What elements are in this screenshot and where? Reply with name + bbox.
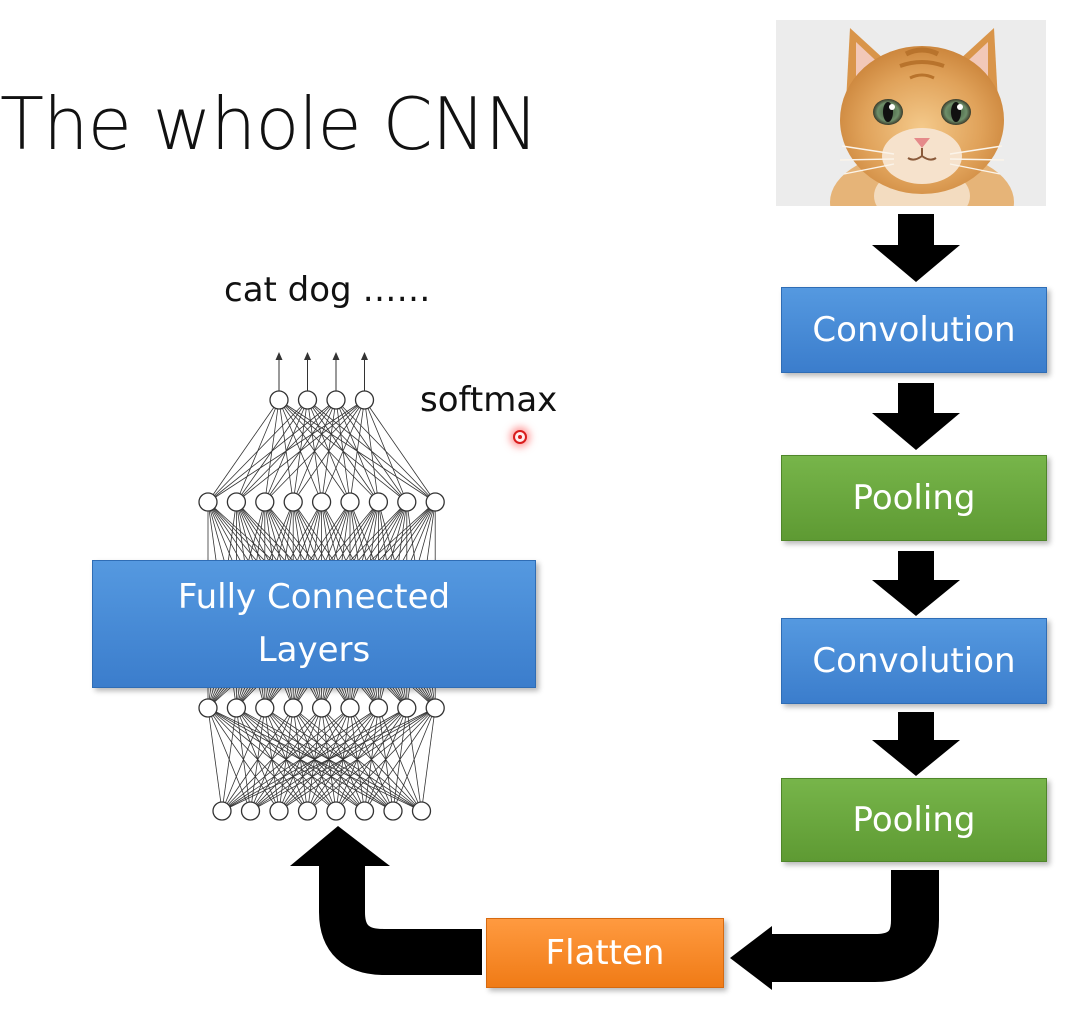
output-arrow-icon: [275, 352, 283, 360]
neuron-hidden-top: [283, 492, 303, 512]
neuron-output: [326, 390, 346, 410]
neuron-hidden-top: [368, 492, 389, 512]
neuron-output: [297, 390, 318, 410]
connection-line: [321, 399, 365, 503]
page-title: The whole CNN: [0, 82, 539, 166]
output-arrow-icon: [361, 352, 368, 360]
laser-pointer-icon: [513, 430, 527, 444]
output-arrow-icon: [332, 352, 340, 360]
down-arrow-icon: [872, 214, 960, 282]
connection-line: [349, 399, 365, 503]
pooling-block-2: Pooling: [781, 778, 1047, 862]
neuron-hidden-top: [397, 492, 417, 512]
neuron-input: [326, 801, 346, 821]
connection-line: [236, 399, 365, 503]
neuron-hidden-top: [226, 492, 247, 512]
neuron-hidden-bottom: [397, 698, 417, 718]
connection-line: [421, 707, 436, 812]
connection-line: [364, 399, 408, 503]
neuron-hidden-top: [311, 492, 332, 512]
connection-line: [207, 399, 365, 503]
curved-arrow-to-network-icon: [319, 862, 482, 975]
neuron-hidden-top: [425, 492, 445, 512]
connection-line: [221, 707, 436, 812]
neuron-hidden-top: [198, 492, 218, 512]
output-class-labels: cat dog ……: [224, 270, 431, 310]
neuron-input: [297, 801, 318, 821]
curved-arrow-to-flatten-icon: [770, 870, 939, 982]
neuron-hidden-bottom: [311, 698, 332, 718]
connection-line: [364, 399, 379, 503]
connection-line: [364, 399, 436, 503]
connection-line: [207, 399, 280, 503]
connection-line: [307, 707, 436, 812]
neuron-hidden-bottom: [255, 698, 275, 718]
flatten-block: Flatten: [486, 918, 724, 988]
cat-photo: [776, 20, 1046, 206]
down-arrow-icon: [872, 383, 960, 450]
neuron-hidden-bottom: [368, 698, 389, 718]
output-arrow-icon: [304, 352, 311, 360]
fully-connected-line-2: Layers: [257, 630, 371, 670]
connection-line: [221, 707, 351, 812]
connection-line: [278, 707, 436, 812]
neuron-input: [269, 801, 289, 821]
neuron-hidden-bottom: [340, 698, 360, 718]
connection-line: [221, 707, 266, 812]
down-arrow-icon: [872, 551, 960, 616]
neuron-output: [269, 390, 289, 410]
neuron-input: [383, 801, 403, 821]
connection-line: [364, 707, 436, 812]
pooling-block-1: Pooling: [781, 455, 1047, 541]
neuron-hidden-bottom: [198, 698, 218, 718]
connection-line: [207, 707, 223, 812]
neuron-input: [212, 801, 232, 821]
connection-line: [221, 707, 294, 812]
neuron-hidden-bottom: [283, 698, 303, 718]
fully-connected-block: Fully Connected Layers: [92, 560, 536, 688]
connection-line: [264, 399, 365, 503]
neuron-hidden-top: [340, 492, 360, 512]
neuron-output: [354, 390, 375, 410]
softmax-label: softmax: [420, 380, 558, 420]
connection-line: [221, 707, 237, 812]
connection-line: [335, 707, 436, 812]
neuron-input: [354, 801, 375, 821]
neuron-input: [240, 801, 261, 821]
connection-line: [250, 707, 436, 812]
down-arrow-icon: [872, 712, 960, 776]
connection-line: [221, 707, 322, 812]
convolution-block-2: Convolution: [781, 618, 1047, 704]
neuron-hidden-bottom: [226, 698, 247, 718]
neuron-hidden-top: [255, 492, 275, 512]
neuron-hidden-bottom: [425, 698, 445, 718]
connection-line: [221, 707, 379, 812]
connection-line: [207, 399, 337, 503]
connection-line: [207, 399, 308, 503]
connection-line: [392, 707, 436, 812]
fully-connected-line-1: Fully Connected: [177, 577, 451, 618]
neuron-input: [411, 801, 432, 821]
connection-line: [221, 707, 407, 812]
convolution-block-1: Convolution: [781, 287, 1047, 373]
connection-line: [292, 399, 365, 503]
